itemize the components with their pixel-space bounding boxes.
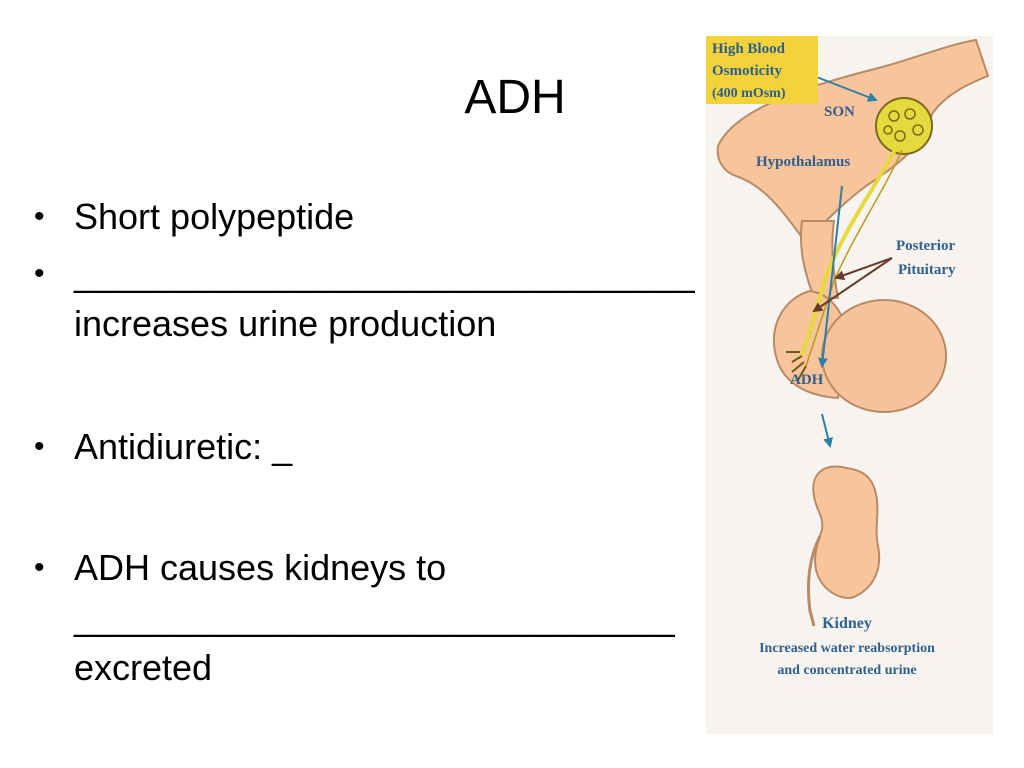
callout-line: High Blood <box>712 41 786 57</box>
kidney-caption: Increased water reabsorption <box>759 641 935 656</box>
bullet-blank: ______________________________ <box>74 597 675 638</box>
adh-release-arrow <box>817 185 843 368</box>
pituitary-stalk <box>799 220 840 299</box>
son-nucleus <box>875 97 933 155</box>
bullet-icon: • <box>34 551 45 584</box>
slide-title: ADH <box>464 71 566 124</box>
kidney-shape <box>812 465 881 599</box>
bullet-text: Antidiuretic: _ <box>74 426 293 467</box>
posterior-pituitary-label: Posterior <box>896 238 955 254</box>
bullet-icon: • <box>34 200 45 233</box>
callout-line: Osmoticity <box>712 63 782 79</box>
bullet-blank: _______________________________ <box>74 253 695 294</box>
bullet-list: • Short polypeptide • __________________… <box>34 0 714 768</box>
neuron-axon <box>800 147 898 357</box>
posterior-pituitary-label: Pituitary <box>898 262 956 278</box>
bullet-text: increases urine production <box>74 303 497 344</box>
to-kidney-arrow <box>821 413 833 448</box>
adh-label: ADH <box>790 372 824 388</box>
bullet-text: ADH causes kidneys to <box>74 547 447 588</box>
adh-diagram: High Blood Osmoticity (400 mOsm) SON Hyp… <box>706 36 993 734</box>
hypothalamus-label: Hypothalamus <box>756 154 850 170</box>
bullet-icon: • <box>34 257 45 290</box>
kidney-label: Kidney <box>822 615 872 632</box>
kidney-caption: and concentrated urine <box>777 663 916 678</box>
ureter <box>806 535 822 627</box>
bullet-text: Short polypeptide <box>74 196 355 237</box>
bullet-icon: • <box>34 430 45 463</box>
osmoticity-callout-box <box>706 36 818 104</box>
pointer-arrow <box>834 257 893 281</box>
bullet-text: excreted <box>74 647 213 688</box>
osmoticity-arrow <box>813 75 878 102</box>
anterior-pituitary-lobe <box>821 299 947 413</box>
pointer-arrow <box>812 257 893 313</box>
axon-terminal <box>786 351 807 381</box>
adh-diagram-svg: High Blood Osmoticity (400 mOsm) SON Hyp… <box>706 36 990 678</box>
callout-line: (400 mOsm) <box>712 86 786 101</box>
son-label: SON <box>824 104 855 120</box>
